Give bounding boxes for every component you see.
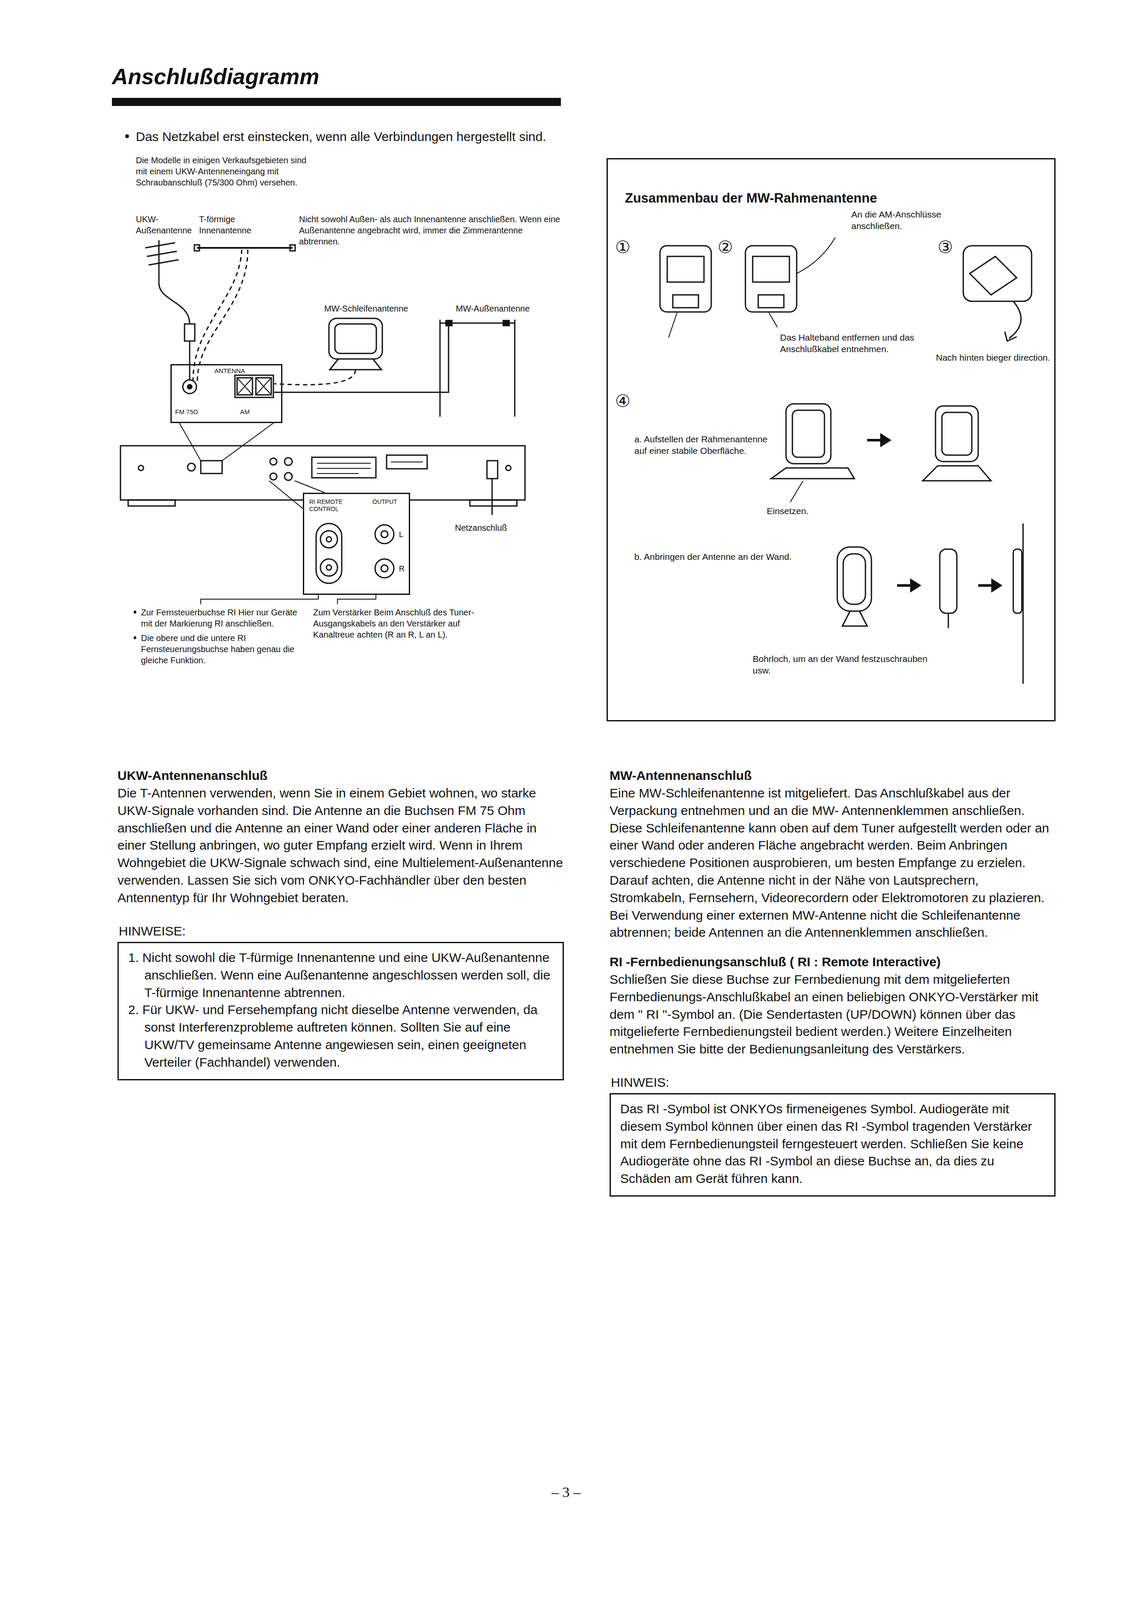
terminal-inset: ANTENNA FM 75Ω AM: [170, 363, 283, 423]
part-label: T-förmige Innenantenne: [199, 213, 276, 236]
note-text: An die AM-Anschlüsse anschließen.: [851, 208, 980, 232]
instruction-note: Das Netzkabel erst einstecken, wenn alle…: [135, 128, 606, 145]
step-text: Nach hinten bieger direction.: [935, 351, 1052, 364]
notes-box: HINWEIS:Das RI -Symbol ist ONKYOs firmen…: [609, 1092, 1056, 1197]
jack-inset: RI REMOTE CONTROL OUTPUT L R: [302, 492, 411, 595]
box-heading: HINWEISE:: [118, 923, 186, 939]
part-label: MW-Außenantenne: [455, 302, 530, 314]
note-text: Zum Verstärker Beim Anschluß des Tuner-A…: [313, 606, 493, 640]
callout-number: ①: [615, 235, 631, 259]
box-heading: Zusammenbau der MW-Rahmenantenne: [624, 190, 877, 206]
callout-number: ③: [937, 235, 954, 259]
step-text: Das Halteband entfernen und das Anschluß…: [780, 331, 917, 355]
page-number: – 3 –: [523, 1482, 609, 1502]
body-text: Schließen Sie diese Buchse zur Fernbedie…: [609, 970, 1056, 1058]
section-heading: RI -Fernbedienungsanschluß ( RI : Remote…: [609, 953, 1056, 970]
note-item: 2. Für UKW- und Fersehempfang nicht dies…: [128, 1000, 554, 1071]
step-text: b. Anbringen der Antenne an der Wand.: [634, 550, 823, 563]
page-title: Anschlußdiagramm: [111, 62, 320, 92]
note-text: Die obere und die untere RI Fernsteuerun…: [140, 632, 304, 666]
note-text: Die Modelle in einigen Verkaufsgebieten …: [135, 154, 316, 188]
note-item: 1. Nicht sowohl die T-fürmige Innenanten…: [128, 948, 554, 1001]
part-label: UKW- Außenantenne: [135, 213, 196, 236]
callout-number: ④: [615, 389, 631, 412]
step-text: Bohrloch, um an der Wand festzuschrauben…: [752, 652, 941, 677]
callout-number: ②: [717, 235, 734, 259]
body-text: Die T-Antennen verwenden, wenn Sie in ei…: [117, 784, 566, 907]
box-heading: RI REMOTE CONTROL: [309, 498, 361, 513]
box-text: L: [398, 530, 404, 540]
box-heading: HINWEIS:: [610, 1074, 670, 1090]
box-text: FM 75Ω: [175, 407, 199, 416]
step-text: Einsetzen.: [766, 504, 809, 517]
part-label: MW-Schleifenantenne: [324, 302, 408, 314]
box-text: R: [398, 564, 405, 574]
note-text: Nicht sowohl Außen- als auch Innenantenn…: [299, 213, 564, 247]
note-text: Zur Fernsteuerbuchse RI Hier nur Geräte …: [140, 606, 304, 629]
section-heading: UKW-Antennenanschluß: [117, 766, 566, 784]
step-text: a. Aufstellen der Rahmenantenne auf eine…: [634, 433, 776, 457]
section-heading: MW-Antennenanschluß: [609, 766, 1056, 784]
assembly-panel: Zusammenbau der MW-Rahmenantenne: [606, 158, 1056, 722]
notes-box: HINWEISE:1. Nicht sowohl die T-fürmige I…: [117, 941, 564, 1080]
box-text: OUTPUT: [372, 498, 398, 506]
note-item: Das RI -Symbol ist ONKYOs firmeneigenes …: [620, 1099, 1045, 1188]
body-text: Eine MW-Schleifenantenne ist mitgeliefer…: [609, 784, 1056, 942]
box-heading: ANTENNA: [214, 366, 246, 375]
part-label: Netzanschluß: [454, 522, 508, 534]
box-text: AM: [240, 407, 250, 416]
